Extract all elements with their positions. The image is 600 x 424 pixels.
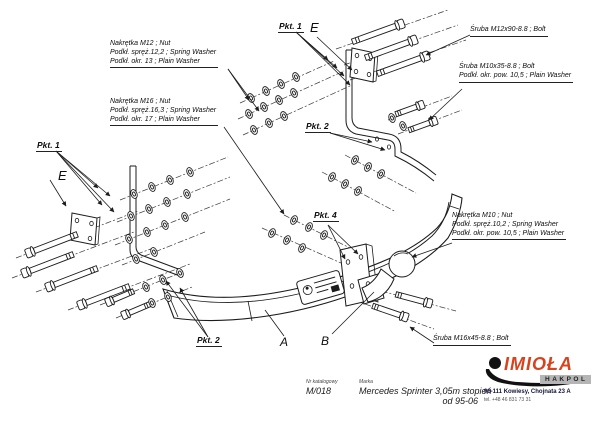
left-mounting-plate — [69, 212, 101, 246]
make-label: Marka — [359, 379, 373, 385]
callout-line: Podkł. okr. 13 ; Plain Washer — [110, 57, 200, 65]
vehicle-name: Mercedes Sprinter 3,05m stopień — [359, 386, 492, 396]
callout-line: Śruba M12x90-8.8 ; Bolt — [470, 26, 546, 33]
marker-pkt1-top: Pkt. 1 — [278, 21, 304, 33]
marker-pkt2-mid: Pkt. 2 — [305, 121, 331, 133]
tow-ball — [357, 250, 416, 305]
marker-pkt4: Pkt. 4 — [313, 210, 339, 222]
callout-line: Nakrętka M12 ; Nut — [110, 40, 171, 47]
callout-line: Podkł. okr. pow. 10,5 ; Plain Washer — [452, 229, 565, 237]
vehicle-years: od 95-06 — [442, 396, 478, 406]
callout-nut-m16: Nakrętka M16 ; Nut Podkł. spręż.16,3 ; S… — [110, 98, 219, 127]
upper-bracket-arm — [345, 49, 437, 182]
callout-line: Nakrętka M10 ; Nut — [452, 212, 513, 219]
callout-bolt-m10x35: Śruba M10x35-8.8 ; Bolt Podkł. okr. pow.… — [459, 63, 574, 83]
leader-lines — [49, 31, 471, 344]
label-point-b: B — [321, 334, 330, 348]
callout-bolt-m12x90: Śruba M12x90-8.8 ; Bolt — [470, 26, 548, 37]
callout-nut-m10: Nakrętka M10 ; Nut Podkł. spręż.10,2 ; S… — [452, 212, 567, 241]
brand-address: 96-111 Kowiesy, Chojnata 23 A — [484, 389, 571, 395]
brand-name: IMIOŁA — [504, 354, 573, 374]
callout-line: Podkł. spręż.10,2 ; Spring Washer — [452, 220, 559, 228]
callout-line: Podkł. okr. pow. 10,5 ; Plain Washer — [459, 71, 572, 79]
callout-line: Nakrętka M16 ; Nut — [110, 98, 171, 105]
callout-nut-m12: Nakrętka M12 ; Nut Podkł. spręż.12,2 ; S… — [110, 40, 219, 69]
towball-icon — [485, 357, 585, 387]
catalog-number-label: Nr katalogowy — [306, 379, 338, 385]
assembly-axes — [11, 9, 467, 330]
label-point-a: A — [280, 335, 289, 349]
type-plate-sticker — [296, 270, 345, 305]
marker-pkt2-bottom: Pkt. 2 — [196, 335, 222, 347]
callout-line: Podkł. spręż.16,3 ; Spring Washer — [110, 106, 217, 114]
brand-phone: tel. +48 46 831 73 31 — [484, 397, 532, 403]
brand-subname: HAKPOL — [540, 375, 592, 384]
marker-pkt1-left: Pkt. 1 — [36, 140, 62, 152]
callout-line: Podkł. okr. 17 ; Plain Washer — [110, 115, 200, 123]
callout-bolt-m16x45: Śruba M16x45-8.8 ; Bolt — [433, 335, 511, 346]
callout-line: Śruba M16x45-8.8 ; Bolt — [433, 335, 509, 342]
catalog-number-value: M/018 — [306, 386, 332, 396]
callout-line: Podkł. spręż.12,2 ; Spring Washer — [110, 48, 217, 56]
label-e-top: E — [310, 20, 319, 35]
label-e-left: E — [58, 168, 67, 183]
callout-line: Śruba M10x35-8.8 ; Bolt — [459, 63, 535, 70]
